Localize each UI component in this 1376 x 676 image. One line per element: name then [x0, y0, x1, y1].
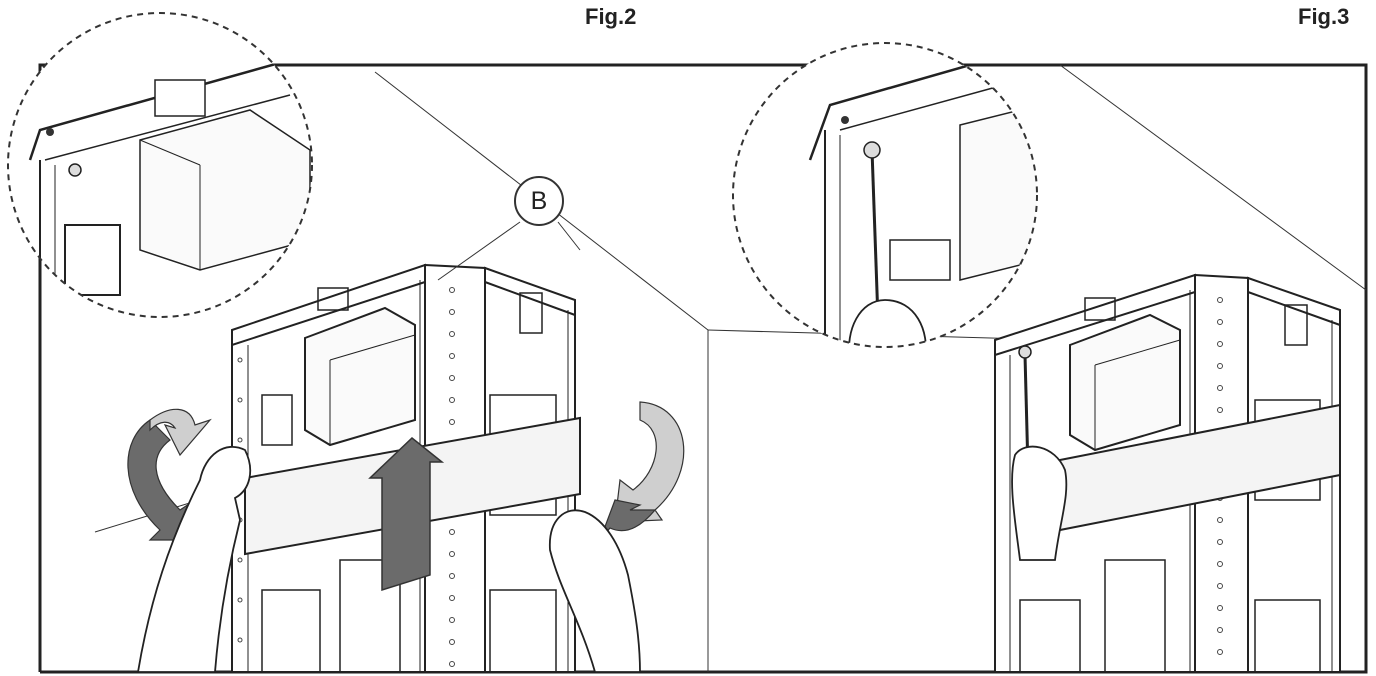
wall-line [1059, 64, 1367, 291]
left-hand [136, 445, 252, 673]
rotate-arrow-right-icon [599, 401, 685, 541]
figure-label-fig2: Fig.2 [585, 4, 637, 29]
detail-magnifier-right [733, 43, 1037, 347]
figure-label-fig3: Fig.3 [1298, 4, 1350, 29]
fig3-panel [732, 42, 1341, 673]
magnifier-ring-right [732, 42, 1038, 348]
hand-with-screwdriver [1011, 445, 1068, 561]
right-hand [549, 509, 641, 673]
rotate-arrow-left-icon [127, 408, 212, 541]
callout-leader [437, 221, 521, 281]
callout-leader [557, 221, 581, 251]
fig2-frame [38, 63, 1368, 674]
callout-letter: B [530, 186, 548, 215]
up-arrow [368, 437, 445, 592]
screw-icon [1018, 345, 1032, 359]
callout-b: B [514, 176, 564, 226]
magnifier-ring-left [7, 12, 313, 318]
detail-magnifier-left [8, 13, 312, 317]
